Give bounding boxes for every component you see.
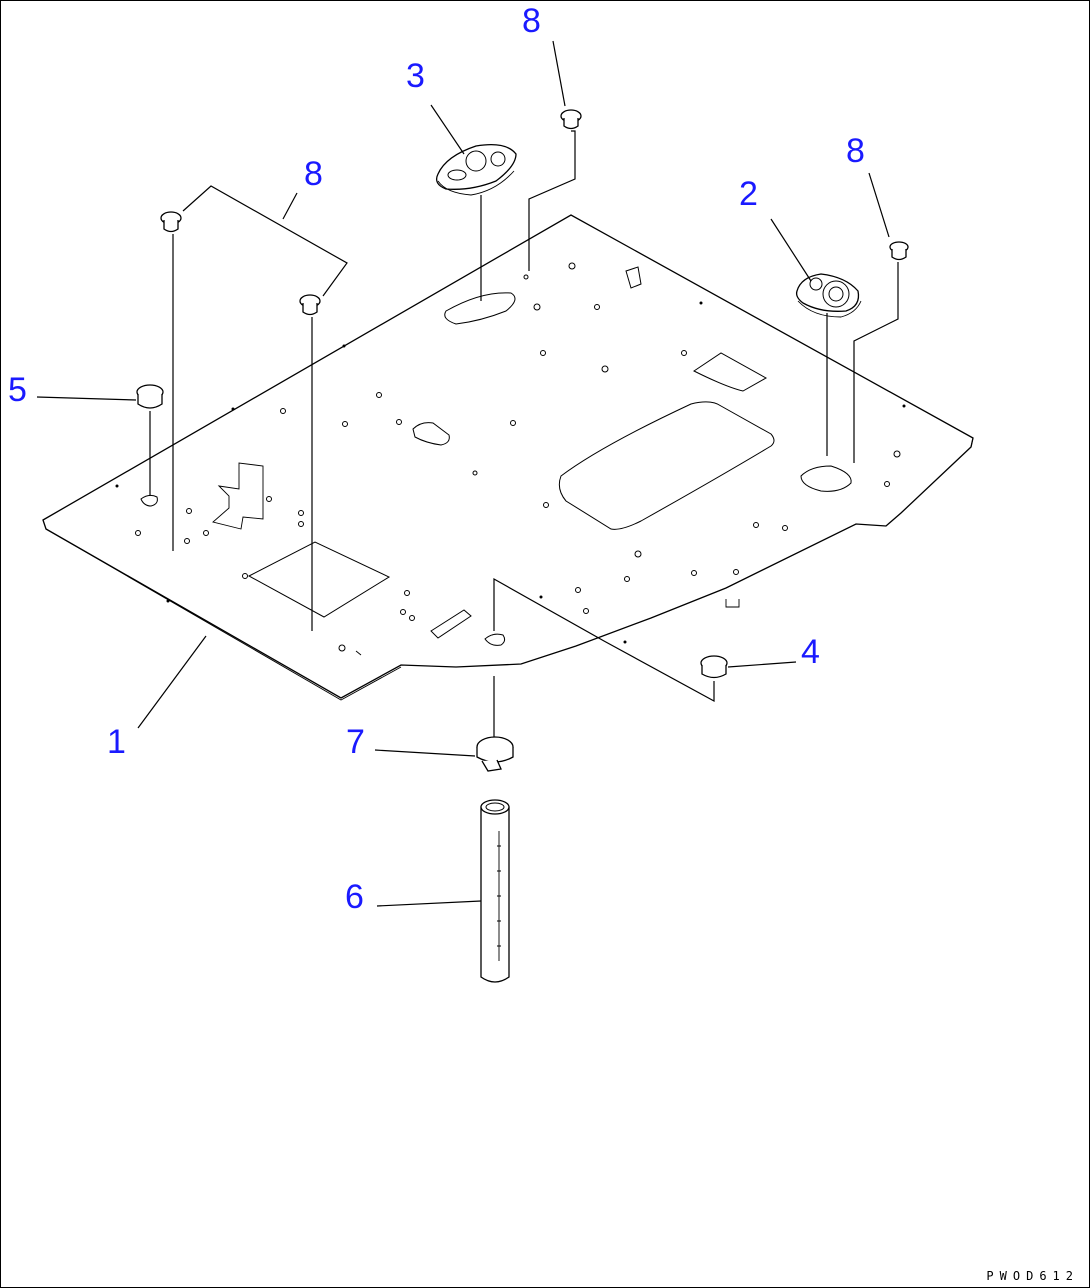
part-5-plug [36, 384, 164, 496]
part-4-plug [493, 577, 797, 703]
part-6-pipe [376, 799, 510, 983]
callout-part-1: 1 [107, 723, 126, 761]
callout-part-4: 4 [801, 633, 820, 671]
floor-plate-part-1 [42, 214, 974, 701]
drawing-code-label: PWOD612 [986, 1269, 1079, 1283]
part-8-bolts [160, 40, 909, 631]
callout-part-3: 3 [406, 57, 425, 95]
plate-bolt-holes [135, 262, 901, 652]
part-7-clamp [374, 676, 514, 772]
callout-part-7: 7 [346, 723, 365, 761]
part-2-grommet [770, 218, 862, 456]
plate-edge-marks [115, 301, 906, 644]
callout-part-8-top: 8 [522, 2, 541, 40]
callout-part-5: 5 [8, 371, 27, 409]
part-1-leader [137, 635, 207, 729]
callout-part-2: 2 [739, 175, 758, 213]
part-3-grommet [430, 104, 517, 301]
callout-part-8-left: 8 [304, 155, 323, 193]
callout-part-6: 6 [345, 878, 364, 916]
callout-part-8-right: 8 [846, 132, 865, 170]
